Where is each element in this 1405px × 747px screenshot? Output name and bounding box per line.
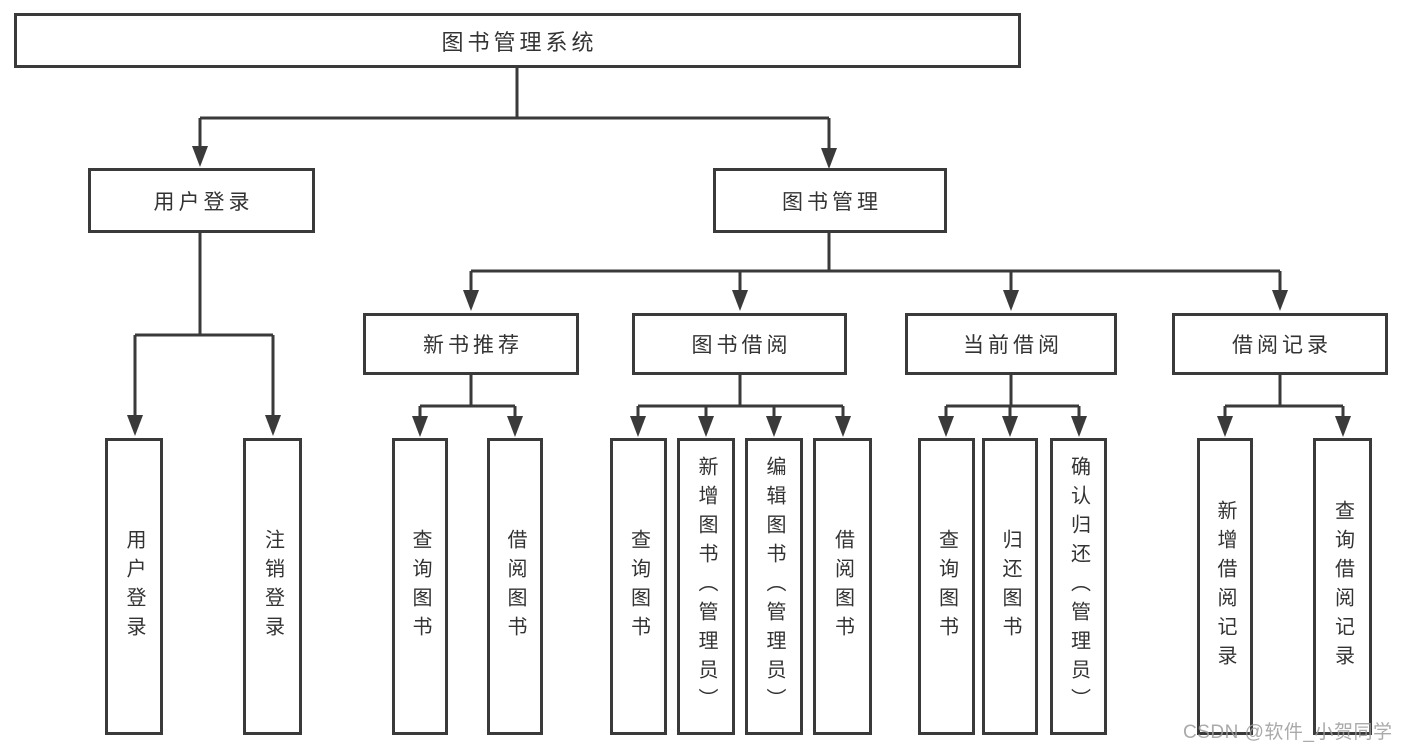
- connector-group-book-management: [463, 233, 1288, 311]
- node-new-book-recommend: 新书推荐: [363, 313, 579, 375]
- leaf-query-books-current: 查询图书: [918, 438, 975, 735]
- leaf-add-books-admin: 新增图书（管理员）: [677, 438, 735, 735]
- leaf-return-books: 归还图书: [982, 438, 1038, 735]
- connector-group-book-borrow: [630, 375, 851, 437]
- connector-group-borrow-records: [1217, 375, 1351, 437]
- node-user-login: 用户登录: [88, 168, 315, 233]
- leaf-edit-books-admin: 编辑图书（管理员）: [745, 438, 803, 735]
- connector-group-current-borrow: [938, 375, 1087, 437]
- node-book-management: 图书管理: [713, 168, 947, 233]
- leaf-borrow-books: 借阅图书: [813, 438, 872, 735]
- node-current-borrow: 当前借阅: [905, 313, 1117, 375]
- connector-group-user-login: [127, 233, 281, 436]
- leaf-user-login: 用户登录: [105, 438, 163, 735]
- node-book-borrow: 图书借阅: [632, 313, 847, 375]
- csdn-watermark: CSDN @软件_小贺同学: [1183, 722, 1393, 743]
- leaf-borrow-books-recommend: 借阅图书: [487, 438, 543, 735]
- connector-group-new-book: [412, 375, 523, 437]
- connector-group-root: [192, 68, 837, 169]
- leaf-add-borrow-record: 新增借阅记录: [1197, 438, 1253, 735]
- leaf-logout: 注销登录: [243, 438, 302, 735]
- node-borrow-records: 借阅记录: [1172, 313, 1388, 375]
- node-library-system-root: 图书管理系统: [14, 13, 1021, 68]
- leaf-query-borrow-record: 查询借阅记录: [1313, 438, 1372, 735]
- leaf-confirm-return-admin: 确认归还（管理员）: [1050, 438, 1107, 735]
- leaf-query-books-recommend: 查询图书: [392, 438, 448, 735]
- leaf-query-books-borrow: 查询图书: [610, 438, 667, 735]
